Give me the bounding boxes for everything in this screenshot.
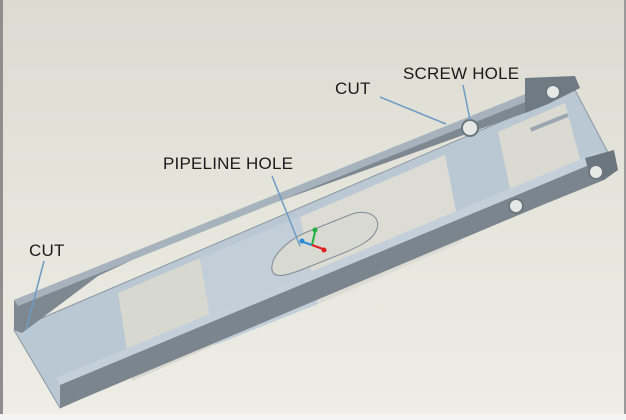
axis-z-dot: [299, 238, 305, 244]
right-plate-slot: [530, 113, 569, 132]
screw-hole-front-1: [508, 198, 524, 214]
rear-side-wall: [14, 80, 575, 333]
leader-cut-top: [379, 96, 447, 125]
axis-x-line: [311, 244, 324, 250]
leader-cut-left: [25, 260, 45, 331]
viewport-bottom-border: [0, 414, 626, 420]
viewport-left-border: [0, 0, 3, 420]
pipeline-hole: [271, 212, 379, 276]
annotation-cut-left: CUT: [29, 241, 65, 260]
axis-y-line: [311, 231, 316, 246]
annotation-cut-top: CUT: [335, 79, 371, 98]
leader-screw-hole: [462, 84, 471, 121]
axis-x-dot: [321, 247, 327, 253]
leader-pipeline-hole: [271, 175, 301, 247]
axis-z-line: [302, 241, 313, 246]
screw-hole-front-2: [588, 164, 604, 180]
annotation-pipeline-hole: PIPELINE HOLE: [163, 154, 294, 173]
rear-wall-top-edge: [14, 78, 575, 306]
annotation-screw-hole: SCREW HOLE: [403, 64, 520, 83]
front-side-wall: [60, 155, 612, 408]
screw-hole-rear-1: [461, 119, 479, 137]
screw-hole-rear-2: [545, 84, 561, 100]
axis-y-dot: [312, 227, 318, 233]
front-wall-top-edge: [56, 152, 606, 385]
